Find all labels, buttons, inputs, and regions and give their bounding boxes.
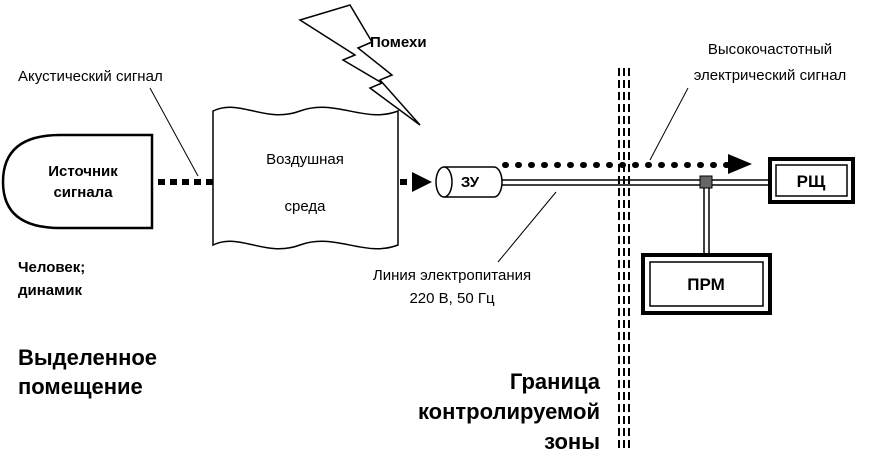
- rsch-box-inner: [775, 164, 848, 197]
- power-line-leader: [497, 191, 557, 263]
- zu-label: ЗУ: [461, 174, 480, 191]
- border-label-line2: контролируемой: [418, 399, 600, 424]
- source-label-line2: сигнала: [53, 184, 113, 201]
- power-line-label-line1: Линия электропитания: [373, 267, 531, 284]
- air-medium-shape: [212, 106, 399, 250]
- acoustic-arrowhead: [412, 172, 432, 192]
- acoustic-signal-label: Акустический сигнал: [18, 68, 163, 85]
- room-label-line2: помещение: [18, 374, 143, 399]
- acoustic-leader-line: [149, 87, 199, 177]
- interference-label: Помехи: [370, 34, 427, 51]
- hf-signal-label-line2: электрический сигнал: [694, 67, 847, 84]
- border-label-line1: Граница: [510, 369, 601, 394]
- hf-leader-line: [649, 87, 689, 161]
- person-label-line2: динамик: [18, 282, 82, 299]
- air-label-line1: Воздушная: [266, 151, 344, 168]
- air-label-line2: среда: [285, 198, 327, 215]
- junction-node: [699, 175, 713, 189]
- zu-device: [435, 166, 503, 198]
- lightning-icon: [298, 4, 421, 126]
- prm-box-inner: [649, 261, 764, 307]
- source-label-line1: Источник: [48, 163, 118, 180]
- prm-label: ПРМ: [687, 275, 725, 294]
- rsch-label: РЩ: [797, 172, 826, 191]
- hf-signal-arrowhead: [728, 154, 752, 174]
- controlled-zone-border: [618, 68, 630, 452]
- signal-source-shape: [1, 133, 154, 230]
- hf-signal-label-line1: Высокочастотный: [708, 41, 832, 58]
- person-label-line1: Человек;: [18, 259, 85, 276]
- room-label-line1: Выделенное: [18, 345, 157, 370]
- power-line-label-line2: 220 В, 50 Гц: [409, 290, 495, 307]
- border-label-line3: зоны: [544, 429, 600, 454]
